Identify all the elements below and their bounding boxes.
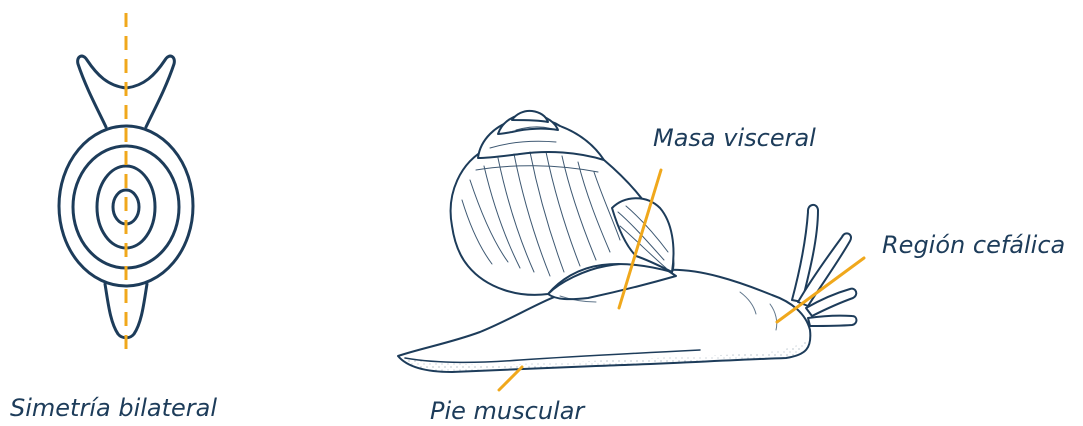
symmetry-label: Simetría bilateral bbox=[10, 396, 217, 420]
muscular-foot-label: Pie muscular bbox=[430, 399, 584, 423]
snail-tentacles bbox=[792, 205, 857, 326]
cephalic-region-label: Región cefálica bbox=[882, 233, 1065, 257]
visceral-mass-label: Masa visceral bbox=[653, 126, 816, 150]
snail-shell-tip bbox=[512, 111, 548, 122]
